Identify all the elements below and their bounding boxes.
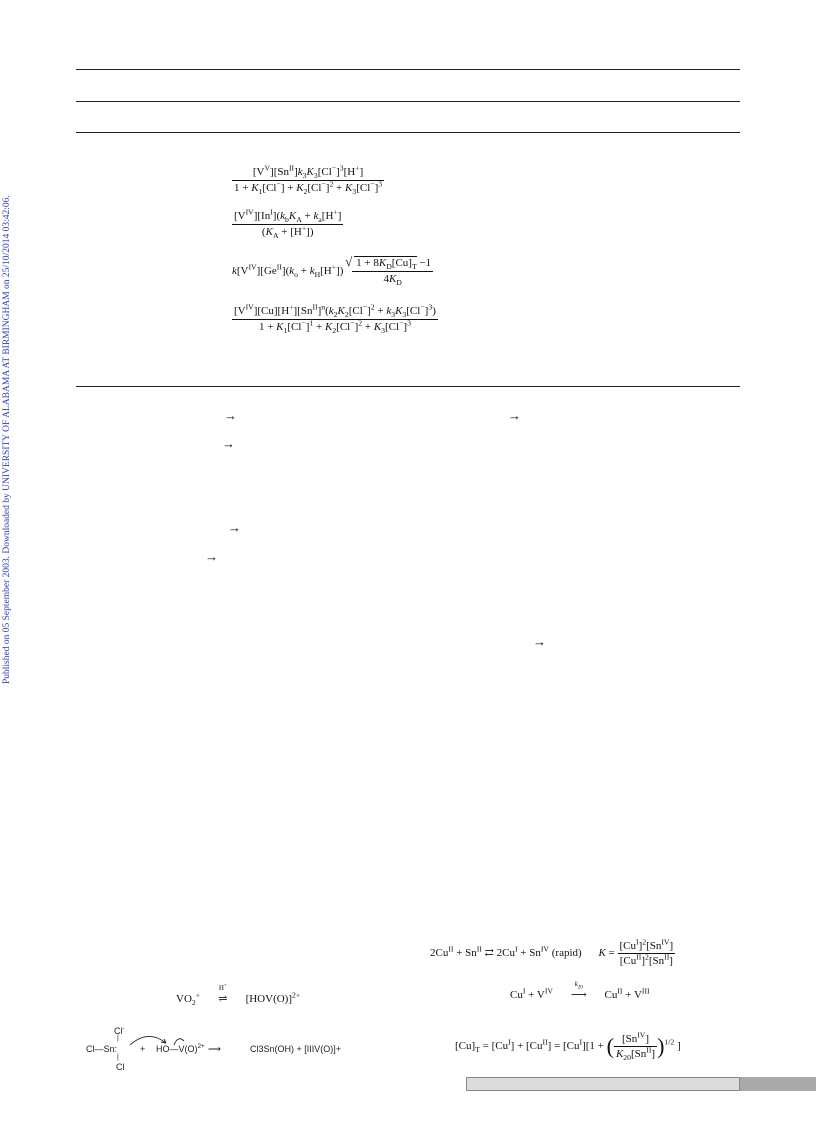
footer-bar (466, 1077, 740, 1091)
download-notice: Published on 05 September 2003. Download… (2, 195, 12, 685)
rate-law-2: [VIV][InI](kbKA + ka[H+] (KA + [H+]) (232, 207, 344, 241)
reaction-arrow: → (222, 436, 235, 451)
rate-law-4: [VIV][Cu][H+][SnII]n(k2K2[Cl−]2 + k3K3[C… (232, 302, 438, 336)
reaction-arrow: → (224, 408, 237, 423)
cl-bottom-atom: Cl (116, 1062, 125, 1072)
scheme-plus: + (140, 1044, 146, 1054)
reaction-arrow: → (228, 520, 241, 535)
table-header-rule (76, 101, 740, 102)
footer-bar-dark (740, 1077, 816, 1091)
table-top-rule (76, 69, 740, 70)
rate-law-3: k[VIV][GeII](ko + kH[H+]) 1 + 8KD[Cu]T −… (232, 254, 434, 287)
table-bottom-rule (76, 386, 740, 387)
equation-cu-sn: 2CuII + SnII ⇄ 2CuI + SnIV (rapid) K = [… (430, 937, 676, 967)
equation-vo2: VO2+ H+ ⇌ [HOV(O)]2+ (176, 983, 301, 1008)
table-body-rule (76, 132, 740, 133)
reaction-arrow: → (205, 549, 218, 564)
reaction-arrow: → (533, 634, 546, 649)
bond-line: | (117, 1054, 119, 1061)
equation-cu-total: [Cu]T = [CuI] + [CuII] = [CuI][1 + ([SnI… (455, 1030, 681, 1063)
electron-arrow-icon (129, 1036, 185, 1046)
cl-top-atom: Cl- (114, 1025, 125, 1036)
reaction-arrow: → (508, 408, 521, 423)
bond-line: | (117, 1035, 119, 1042)
sncl3-structure: Cl—Sn: (86, 1044, 118, 1054)
equation-cu-v: CuI + VIV k20 ⟶ CuII + VIII (510, 980, 650, 1001)
rate-law-1: [VV][SnII]k3K3[Cl−]3[H+] 1 + K1[Cl−] + K… (232, 163, 385, 197)
scheme-reaction-arrow: ⟶ (208, 1044, 221, 1054)
hovo-species: HO—V(O)2+ (156, 1043, 205, 1054)
scheme-products: Cl3Sn(OH) + [IIIV(O)]+ (250, 1044, 342, 1054)
